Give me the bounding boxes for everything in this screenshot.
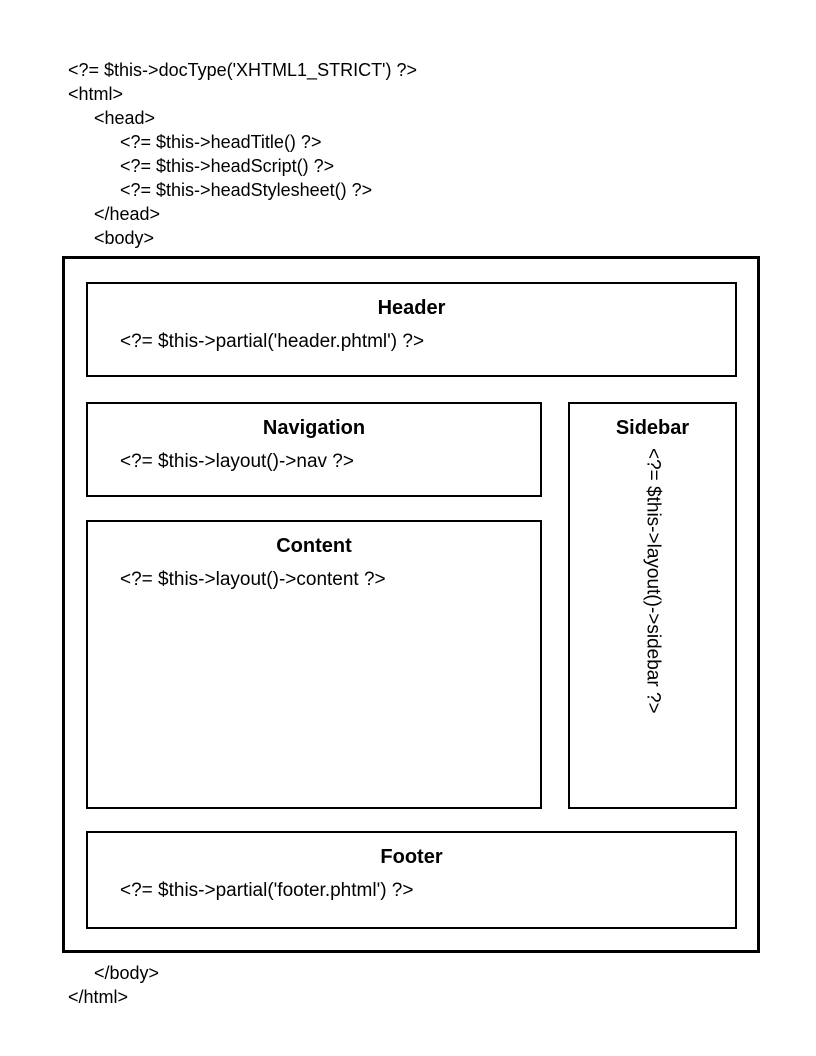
code-line-html-close: </html> [68,987,129,1007]
content-box-code: <?= $this->layout()->content ?> [120,569,386,590]
content-box-title: Content [276,535,352,557]
code-line-head-script: <?= $this->headScript() ?> [120,156,335,176]
code-block-top: <?= $this->docType('XHTML1_STRICT') ?> <… [68,58,417,250]
code-line-body-close: </body> [94,963,160,983]
body-layout-box: Header <?= $this->partial('header.phtml'… [62,256,760,953]
navigation-box: Navigation <?= $this->layout()->nav ?> [86,402,542,497]
code-line-head-stylesheet: <?= $this->headStylesheet() ?> [120,180,373,200]
content-box: Content <?= $this->layout()->content ?> [86,520,542,809]
code-line-head-open: <head> [94,108,156,128]
header-box-code: <?= $this->partial('header.phtml') ?> [120,331,425,352]
code-line-body-open: <body> [94,228,155,248]
sidebar-box: Sidebar <?= $this->layout()->sidebar ?> [568,402,737,809]
header-box-title: Header [377,297,446,319]
footer-box-code: <?= $this->partial('footer.phtml') ?> [120,880,414,901]
code-line-head-close: </head> [94,204,161,224]
navigation-box-title: Navigation [262,417,366,439]
sidebar-box-title: Sidebar [615,417,690,439]
code-line-head-title: <?= $this->headTitle() ?> [120,132,322,152]
footer-box-title: Footer [380,846,443,868]
code-line-doctype: <?= $this->docType('XHTML1_STRICT') ?> [68,60,418,80]
code-block-bottom: </body> </html> [68,961,159,1009]
sidebar-box-code: <?= $this->layout()->sidebar ?> [642,448,664,714]
footer-box: Footer <?= $this->partial('footer.phtml'… [86,831,737,929]
header-box: Header <?= $this->partial('header.phtml'… [86,282,737,377]
code-line-html-open: <html> [68,84,124,104]
navigation-box-code: <?= $this->layout()->nav ?> [120,451,354,472]
